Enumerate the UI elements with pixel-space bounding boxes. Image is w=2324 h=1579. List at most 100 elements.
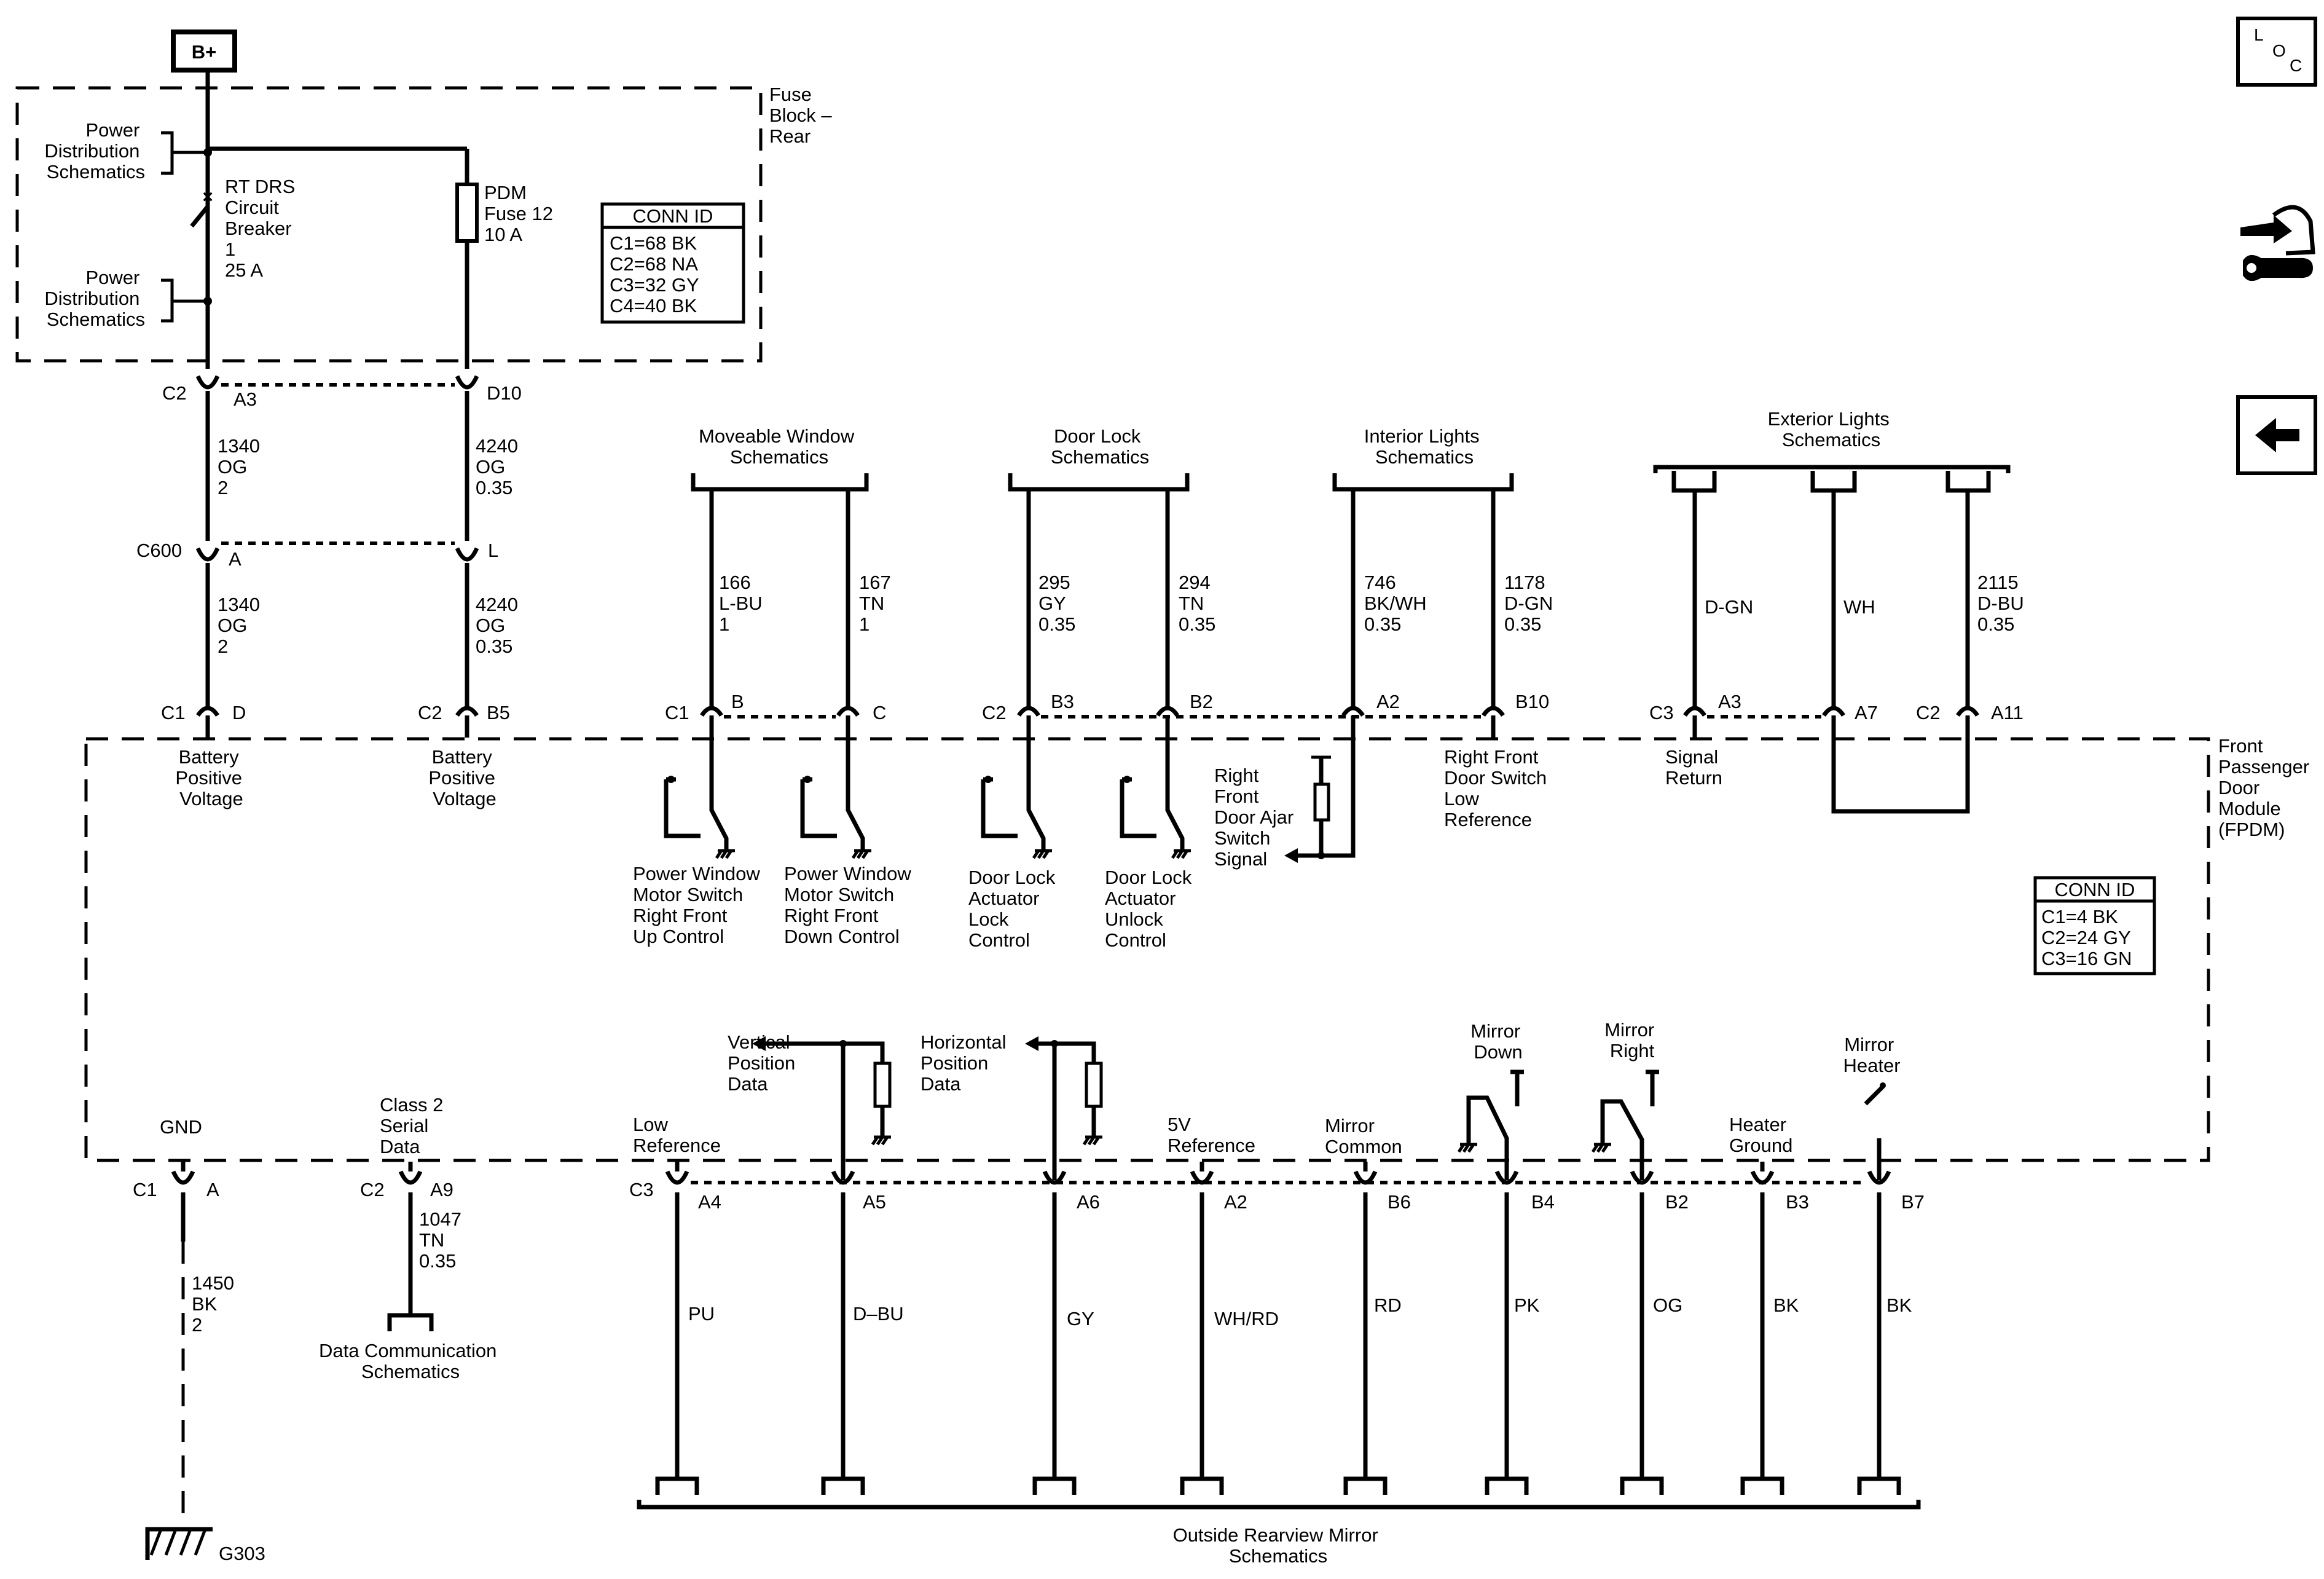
power-window-down-switch <box>800 738 871 859</box>
five-v-label: 5V Reference <box>1168 1114 1255 1156</box>
wire-bk-2: BK <box>1886 1294 1912 1316</box>
outside-mirror-bracket <box>637 1500 1921 1510</box>
wire-og: OG <box>1653 1294 1682 1316</box>
data-communication-ref: Data Communication Schematics <box>319 1340 502 1382</box>
wire-pk: PK <box>1514 1294 1540 1316</box>
ground-g303-icon <box>145 1527 213 1560</box>
wire-1340-a: 1340 OG 2 <box>218 435 265 498</box>
svg-text:D10: D10 <box>487 382 522 404</box>
back-arrow-icon[interactable] <box>2236 395 2317 475</box>
svg-text:B3: B3 <box>1051 691 1074 712</box>
wire-4240-a: 4240 OG 0.35 <box>476 435 524 498</box>
wire-rd: RD <box>1374 1294 1402 1316</box>
svg-text:C4=40 BK: C4=40 BK <box>610 295 697 317</box>
wire-bk-1: BK <box>1773 1294 1799 1316</box>
pw-up-label: Power Window Motor Switch Right Front Up… <box>633 863 765 947</box>
svg-text:A3: A3 <box>234 388 257 410</box>
svg-text:C1: C1 <box>665 702 689 723</box>
class2-label: Class 2 Serial Data <box>380 1094 449 1157</box>
wire-1178: 1178 D-GN 0.35 <box>1504 572 1558 635</box>
wire-1450: 1450 BK 2 <box>192 1272 240 1336</box>
wire-dgn: D-GN <box>1705 596 1753 618</box>
wire-1340-b: 1340 OG 2 <box>218 594 265 657</box>
svg-text:C3=16 GN: C3=16 GN <box>2041 948 2132 969</box>
module-bottom-connectors: C1 A C2 A9 C3 A4 A5 A6 A2 B6 B4 B2 B3 B7 <box>133 1162 1925 1213</box>
svg-text:A5: A5 <box>863 1191 886 1213</box>
interior-lights-ref: Interior Lights Schematics <box>1364 425 1485 468</box>
connector-c2-top: C2 A3 D10 <box>162 375 522 410</box>
svg-text:C2: C2 <box>1916 702 1941 723</box>
door-switch-low-label: Right Front Door Switch Low Reference <box>1444 746 1552 830</box>
door-lock-unlock-switch <box>1120 738 1191 859</box>
vertical-position-label: Vertical Position Data <box>728 1031 801 1095</box>
svg-text:A2: A2 <box>1376 691 1400 712</box>
mirror-down-label: Mirror Down <box>1470 1020 1526 1063</box>
fuse-block-boundary <box>15 86 763 363</box>
svg-text:A7: A7 <box>1855 702 1878 723</box>
loc-icon[interactable]: L O C <box>2236 17 2317 87</box>
wire-2115: 2115 D-BU 0.35 <box>1977 572 2029 635</box>
svg-text:C1=4 BK: C1=4 BK <box>2041 906 2118 927</box>
wire-166: 166 L-BU 1 <box>719 572 767 635</box>
svg-text:C3: C3 <box>629 1179 654 1200</box>
g303-label: G303 <box>219 1543 265 1564</box>
svg-text:L: L <box>2254 25 2264 44</box>
svg-text:C2=68 NA: C2=68 NA <box>610 253 698 275</box>
battery-positive-2-label: Battery Positive Voltage <box>428 746 500 809</box>
wire-4240-b: 4240 OG 0.35 <box>476 594 524 657</box>
svg-text:A2: A2 <box>1224 1191 1247 1213</box>
service-icon[interactable] <box>2240 205 2315 282</box>
power-window-up-switch <box>664 738 735 859</box>
svg-text:A4: A4 <box>698 1191 721 1213</box>
svg-text:L: L <box>488 540 498 561</box>
door-lock-lock-switch <box>981 738 1052 859</box>
module-conn-id-table: CONN ID C1=4 BK C2=24 GY C3=16 GN <box>2033 876 2156 975</box>
svg-text:A: A <box>229 548 241 570</box>
svg-text:B7: B7 <box>1901 1191 1925 1213</box>
svg-text:A3: A3 <box>1718 691 1741 712</box>
svg-text:C: C <box>2290 56 2302 75</box>
bplus-box: B+ <box>171 30 237 73</box>
svg-text:C2: C2 <box>162 382 187 404</box>
vertical-position-sensor <box>752 1036 892 1180</box>
mirror-wires <box>655 1192 1901 1495</box>
power-distribution-top-label: Power Distribution Schematics <box>44 119 145 183</box>
moveable-window-ref: Moveable Window Schematics <box>699 425 860 468</box>
svg-text:B4: B4 <box>1531 1191 1555 1213</box>
svg-text:C: C <box>873 702 886 723</box>
horizontal-position-sensor <box>1025 1036 1103 1180</box>
mirror-heater-switch <box>1864 1082 1886 1180</box>
svg-text:C1: C1 <box>161 702 186 723</box>
svg-text:C1: C1 <box>133 1179 157 1200</box>
power-distribution-bottom-label: Power Distribution Schematics <box>44 267 145 330</box>
svg-text:C2: C2 <box>418 702 442 723</box>
wire-dbu: D–BU <box>853 1303 904 1325</box>
mirror-heater-label: Mirror Heater <box>1843 1034 1900 1076</box>
svg-text:B6: B6 <box>1388 1191 1411 1213</box>
svg-text:C2: C2 <box>360 1179 385 1200</box>
fuse-block-conn-id-table: CONN ID C1=68 BK C2=68 NA C3=32 GY C4=40… <box>600 202 745 324</box>
svg-text:CONN ID: CONN ID <box>633 205 713 227</box>
door-ajar-label: Right Front Door Ajar Switch Signal <box>1214 765 1299 870</box>
wire-295: 295 GY 0.35 <box>1038 572 1075 635</box>
svg-text:B5: B5 <box>487 702 510 723</box>
svg-text:B2: B2 <box>1190 691 1213 712</box>
svg-text:D: D <box>232 702 246 723</box>
svg-text:C3=32 GY: C3=32 GY <box>610 274 699 296</box>
svg-text:C2=24 GY: C2=24 GY <box>2041 927 2131 948</box>
svg-text:B: B <box>731 691 744 712</box>
heater-ground-label: Heater Ground <box>1729 1114 1792 1156</box>
pw-down-label: Power Window Motor Switch Right Front Do… <box>784 863 916 947</box>
svg-text:B2: B2 <box>1665 1191 1689 1213</box>
mirror-common-label: Mirror Common <box>1325 1115 1402 1157</box>
svg-text:B10: B10 <box>1515 691 1549 712</box>
breaker-label: RT DRS Circuit Breaker 1 25 A <box>225 176 300 281</box>
svg-text:A: A <box>206 1179 219 1200</box>
wire-294: 294 TN 0.35 <box>1179 572 1215 635</box>
dl-unlock-label: Door Lock Actuator Unlock Control <box>1105 867 1197 951</box>
breaker-contact-icon: × <box>202 187 213 207</box>
door-lock-ref: Door Lock Schematics <box>1051 425 1149 468</box>
fuse-icon <box>455 183 479 243</box>
svg-text:B3: B3 <box>1786 1191 1809 1213</box>
